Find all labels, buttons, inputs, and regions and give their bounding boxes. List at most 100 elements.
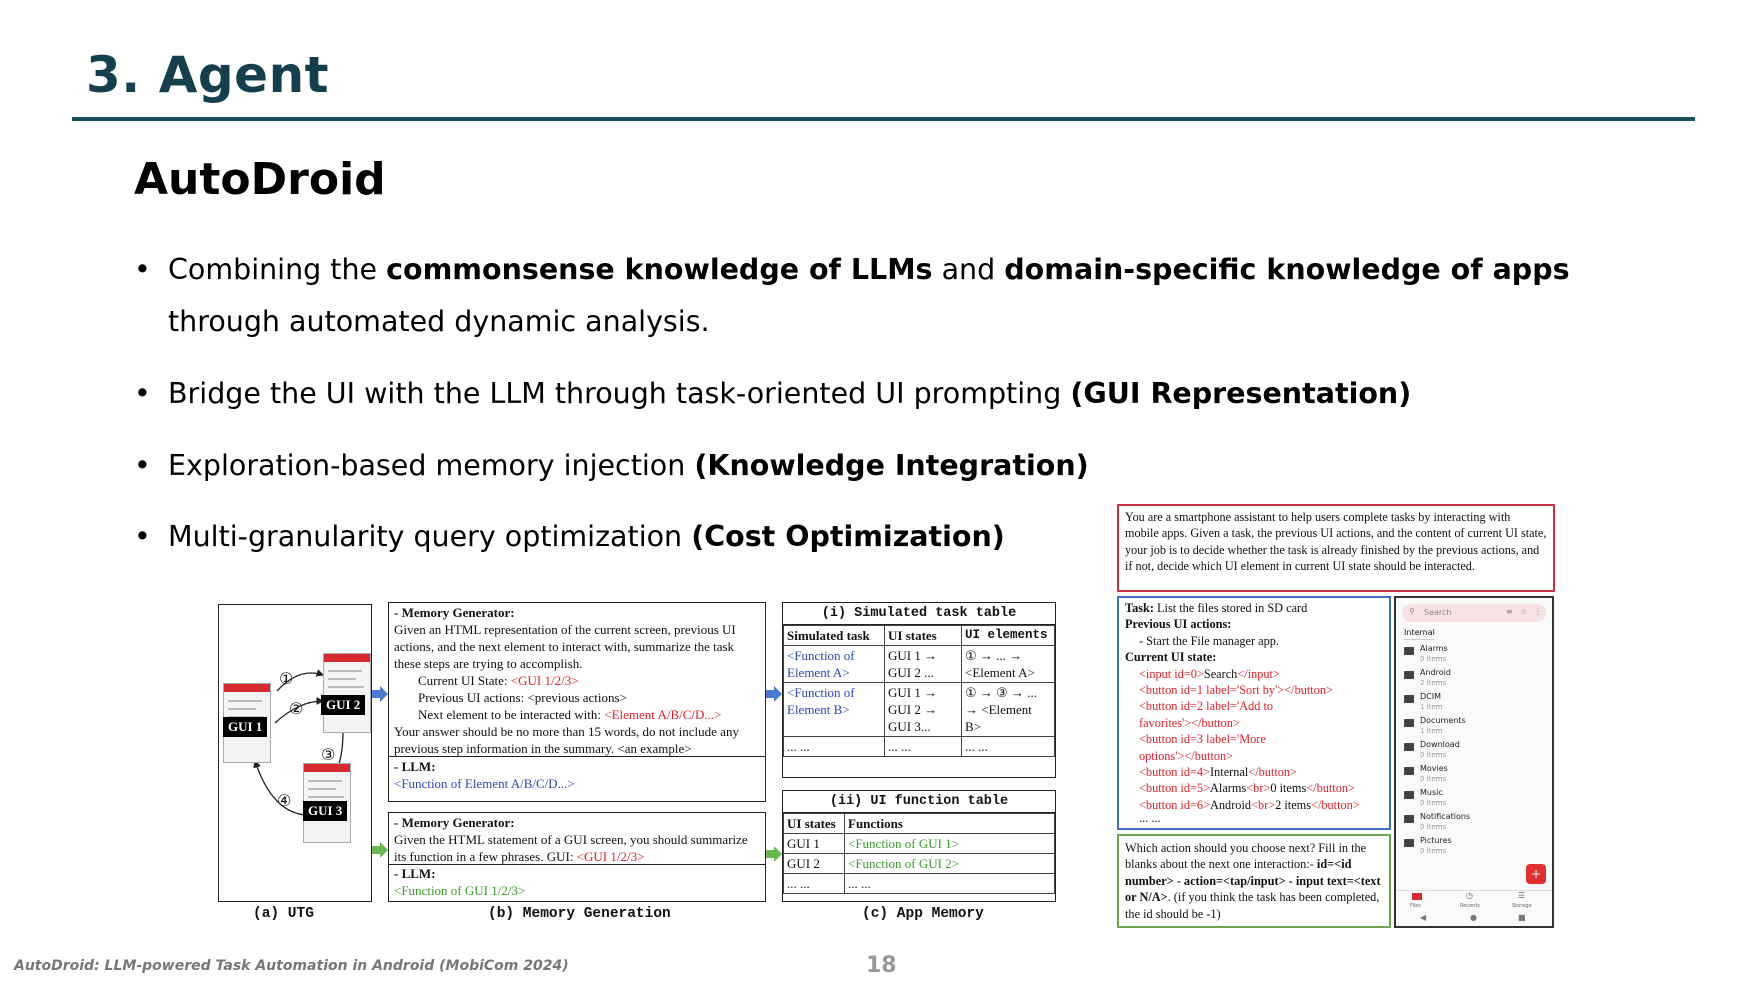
memgen-constraint: Your answer should be no more than 15 wo… (394, 724, 739, 756)
question-note: . (if you think the task has been comple… (1125, 890, 1380, 921)
system-prompt-box: You are a smartphone assistant to help u… (1117, 504, 1555, 592)
table-header: UI states (783, 813, 845, 834)
caption-utg: (a) UTG (253, 906, 314, 922)
table-cell: GUI 2 (783, 853, 845, 874)
caption-app-memory: (c) App Memory (862, 906, 984, 922)
memgen-instruction: Given an HTML representation of the curr… (394, 622, 736, 671)
footer-citation: AutoDroid: LLM-powered Task Automation i… (14, 958, 569, 974)
slide-title: 3. Agent (86, 46, 330, 104)
html-line: <button id=1 label='Sort by'></button> (1139, 683, 1333, 698)
table-cell: GUI 1 → GUI 2 → GUI 3... (884, 682, 962, 737)
folder-name: Movies (1420, 764, 1448, 773)
folder-icon (1404, 743, 1414, 751)
bullet-dot-icon: • (134, 520, 151, 553)
system-nav: ◀ ● ■ (1396, 912, 1552, 926)
folder-name: Alarms (1420, 644, 1448, 653)
arrow-right-icon (372, 686, 388, 702)
table-cell: <Function of Element A> (783, 645, 885, 683)
table-cell: <Function of Element B> (783, 682, 885, 737)
table-row: ... ... ... ... ... ... (783, 736, 1055, 757)
table-cell: <Function of GUI 1> (844, 833, 1055, 854)
table-header: UI elements (961, 625, 1055, 646)
ui-function-table: (ii) UI function table UI states Functio… (782, 790, 1056, 902)
html-line: <button id=4>Internal</button> (1139, 765, 1297, 780)
gui1-label: GUI 1 (223, 717, 268, 737)
table-cell: ① → ③ → ... → <Element B> (961, 682, 1055, 737)
folder-icon (1404, 767, 1414, 775)
system-prompt-text: You are a smartphone assistant to help u… (1125, 510, 1547, 574)
folder-name: Download (1420, 740, 1460, 749)
table-header: Functions (844, 813, 1055, 834)
bullet-text: Multi-granularity query optimization (Co… (168, 520, 1005, 553)
folder-icon (1404, 791, 1414, 799)
html-line: <input id=0>Search</input> (1139, 666, 1280, 681)
folder-name: DCIM (1420, 692, 1442, 701)
folder-count: 1 item (1420, 727, 1443, 735)
table-title: (i) Simulated task table (783, 603, 1055, 625)
folder-name: Android (1420, 668, 1451, 677)
html-line: favorites'></button> (1139, 715, 1240, 730)
folder-count: 0 items (1420, 655, 1447, 663)
title-divider (72, 117, 1695, 121)
html-line: <button id=5>Alarms<br>0 items</button> (1139, 781, 1355, 796)
llm-head: - LLM: (394, 759, 436, 774)
html-line: <button id=2 label='Add to (1139, 699, 1274, 714)
table-row: GUI 2 <Function of GUI 2> (783, 853, 1055, 874)
nav-files: Files (1410, 903, 1421, 909)
arrow-right-icon (766, 846, 782, 862)
folder-icon (1404, 671, 1414, 679)
edge-2-label: ② (289, 699, 304, 718)
table-cell: ... ... (844, 873, 1055, 894)
task-line: Task: List the files stored in SD card (1125, 601, 1308, 615)
folder-count: 1 item (1420, 703, 1443, 711)
memgen-next-element: Next element to be interacted with: <Ele… (418, 707, 722, 722)
bullet-dot-icon: • (134, 253, 151, 286)
search-bar: ⚲ Search ≡ ☆ ⋮ (1402, 604, 1546, 622)
table-cell: ... ... (783, 873, 845, 894)
ui-state-label: Current UI state: (1125, 650, 1217, 665)
table-cell: <Function of GUI 2> (844, 853, 1055, 874)
question-format: id=<id number> - action=<tap/input> - in… (1125, 857, 1381, 905)
table-cell: GUI 1 (783, 833, 845, 854)
html-line: <button id=6>Android<br>2 items</button> (1139, 797, 1360, 812)
html-line: options'></button> (1139, 748, 1234, 763)
table-header: Simulated task (783, 625, 885, 646)
edge-1-label: ① (279, 669, 294, 688)
utg-figure: GUI 1 GUI 2 GUI 3 ① ② ③ ④ (218, 604, 372, 902)
table-row: <Function of Element B> GUI 1 → GUI 2 → … (783, 682, 1055, 737)
memory-generator-box-2: - Memory Generator: Given the HTML state… (388, 812, 766, 902)
home-icon: ● (1470, 913, 1477, 922)
folder-icon (1404, 695, 1414, 703)
edge-3-label: ③ (321, 745, 336, 764)
table-cell: GUI 1 → GUI 2 ... (884, 645, 962, 683)
gui2-thumbnail (323, 653, 371, 733)
prev-actions-label: Previous UI actions: (1125, 617, 1232, 632)
table-cell: ... ... (783, 736, 885, 757)
html-line: <button id=3 label='More (1139, 732, 1266, 747)
gui2-label: GUI 2 (321, 695, 366, 715)
table-row: GUI 1 <Function of GUI 1> (783, 833, 1055, 854)
utg-edges (253, 669, 344, 816)
folder-count: 2 items (1420, 679, 1447, 687)
arrow-right-icon (372, 842, 388, 858)
folder-icon (1404, 719, 1414, 727)
folder-count: 0 items (1420, 751, 1447, 759)
folder-name: Notifications (1420, 812, 1471, 821)
caption-memory-generation: (b) Memory Generation (488, 906, 671, 922)
bullet-dot-icon: • (134, 377, 151, 410)
memgen-ui-state: Current UI State: <GUI 1/2/3> (418, 673, 579, 688)
edge-4-label: ④ (277, 791, 292, 810)
back-icon: ◀ (1420, 913, 1427, 922)
folder-count: 0 items (1420, 823, 1447, 831)
memory-generator-box-1: - Memory Generator: Given an HTML repres… (388, 602, 766, 802)
star-icon: ☆ (1520, 607, 1528, 616)
ui-state-html: <input id=0>Search</input> <button id=1 l… (1125, 666, 1383, 814)
table-cell: ① → ... → <Element A> (961, 645, 1055, 683)
folder-icon (1404, 839, 1414, 847)
memgen-prev-actions: Previous UI actions: <previous actions> (418, 690, 627, 705)
question-prompt-box: Which action should you choose next? Fil… (1117, 834, 1391, 928)
table-title: (ii) UI function table (783, 791, 1055, 813)
folder-icon (1404, 815, 1414, 823)
arrow-right-icon (766, 686, 782, 702)
